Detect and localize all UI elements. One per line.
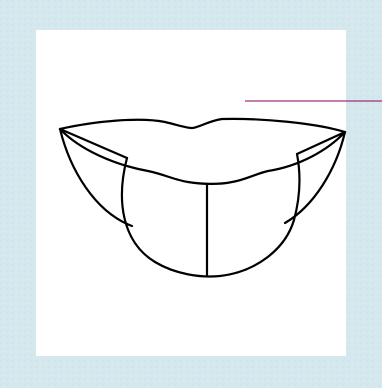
mouth-diagram [0, 0, 382, 388]
diagram-canvas [0, 0, 382, 388]
